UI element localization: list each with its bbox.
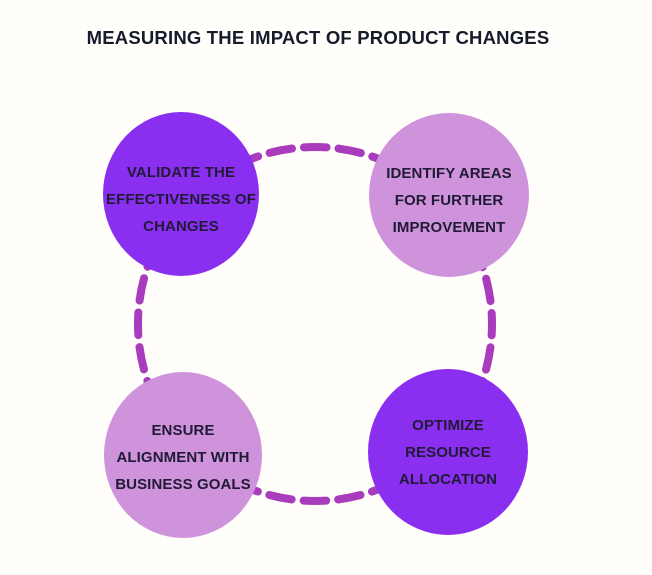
node-label-line: VALIDATE THE <box>126 163 236 181</box>
node-circle-identify-areas <box>369 113 529 277</box>
node-label-line: IDENTIFY AREAS <box>386 164 512 182</box>
node-label-optimize-resource: OPTIMIZE RESOURCE ALLOCATION <box>356 410 540 494</box>
node-label-line: ALIGNMENT WITH <box>116 448 250 466</box>
node-label-line: OPTIMIZE <box>412 416 484 434</box>
node-label-line: RESOURCE <box>405 443 491 461</box>
dashed-cycle-ring <box>134 143 496 505</box>
node-label-line: ALLOCATION <box>398 470 498 488</box>
node-label-identify-areas: IDENTIFY AREAS FOR FURTHER IMPROVEMENT <box>357 158 541 242</box>
page-title: MEASURING THE IMPACT OF PRODUCT CHANGES <box>86 27 550 48</box>
node-label-line: BUSINESS GOALS <box>115 475 251 493</box>
node-circle-optimize-resource <box>368 369 528 535</box>
node-circle-validate-effectiveness <box>103 112 259 276</box>
node-circle-ensure-alignment <box>104 372 262 538</box>
node-label-line: EFFECTIVENESS OF <box>106 190 256 208</box>
node-label-line: IMPROVEMENT <box>392 218 506 236</box>
node-label-line: CHANGES <box>143 217 219 235</box>
node-label-line: FOR FURTHER <box>394 191 504 209</box>
node-label-ensure-alignment: ENSURE ALIGNMENT WITH BUSINESS GOALS <box>91 415 275 499</box>
node-label-validate-effectiveness: VALIDATE THE EFFECTIVENESS OF CHANGES <box>89 157 273 241</box>
node-label-line: ENSURE <box>151 421 215 439</box>
